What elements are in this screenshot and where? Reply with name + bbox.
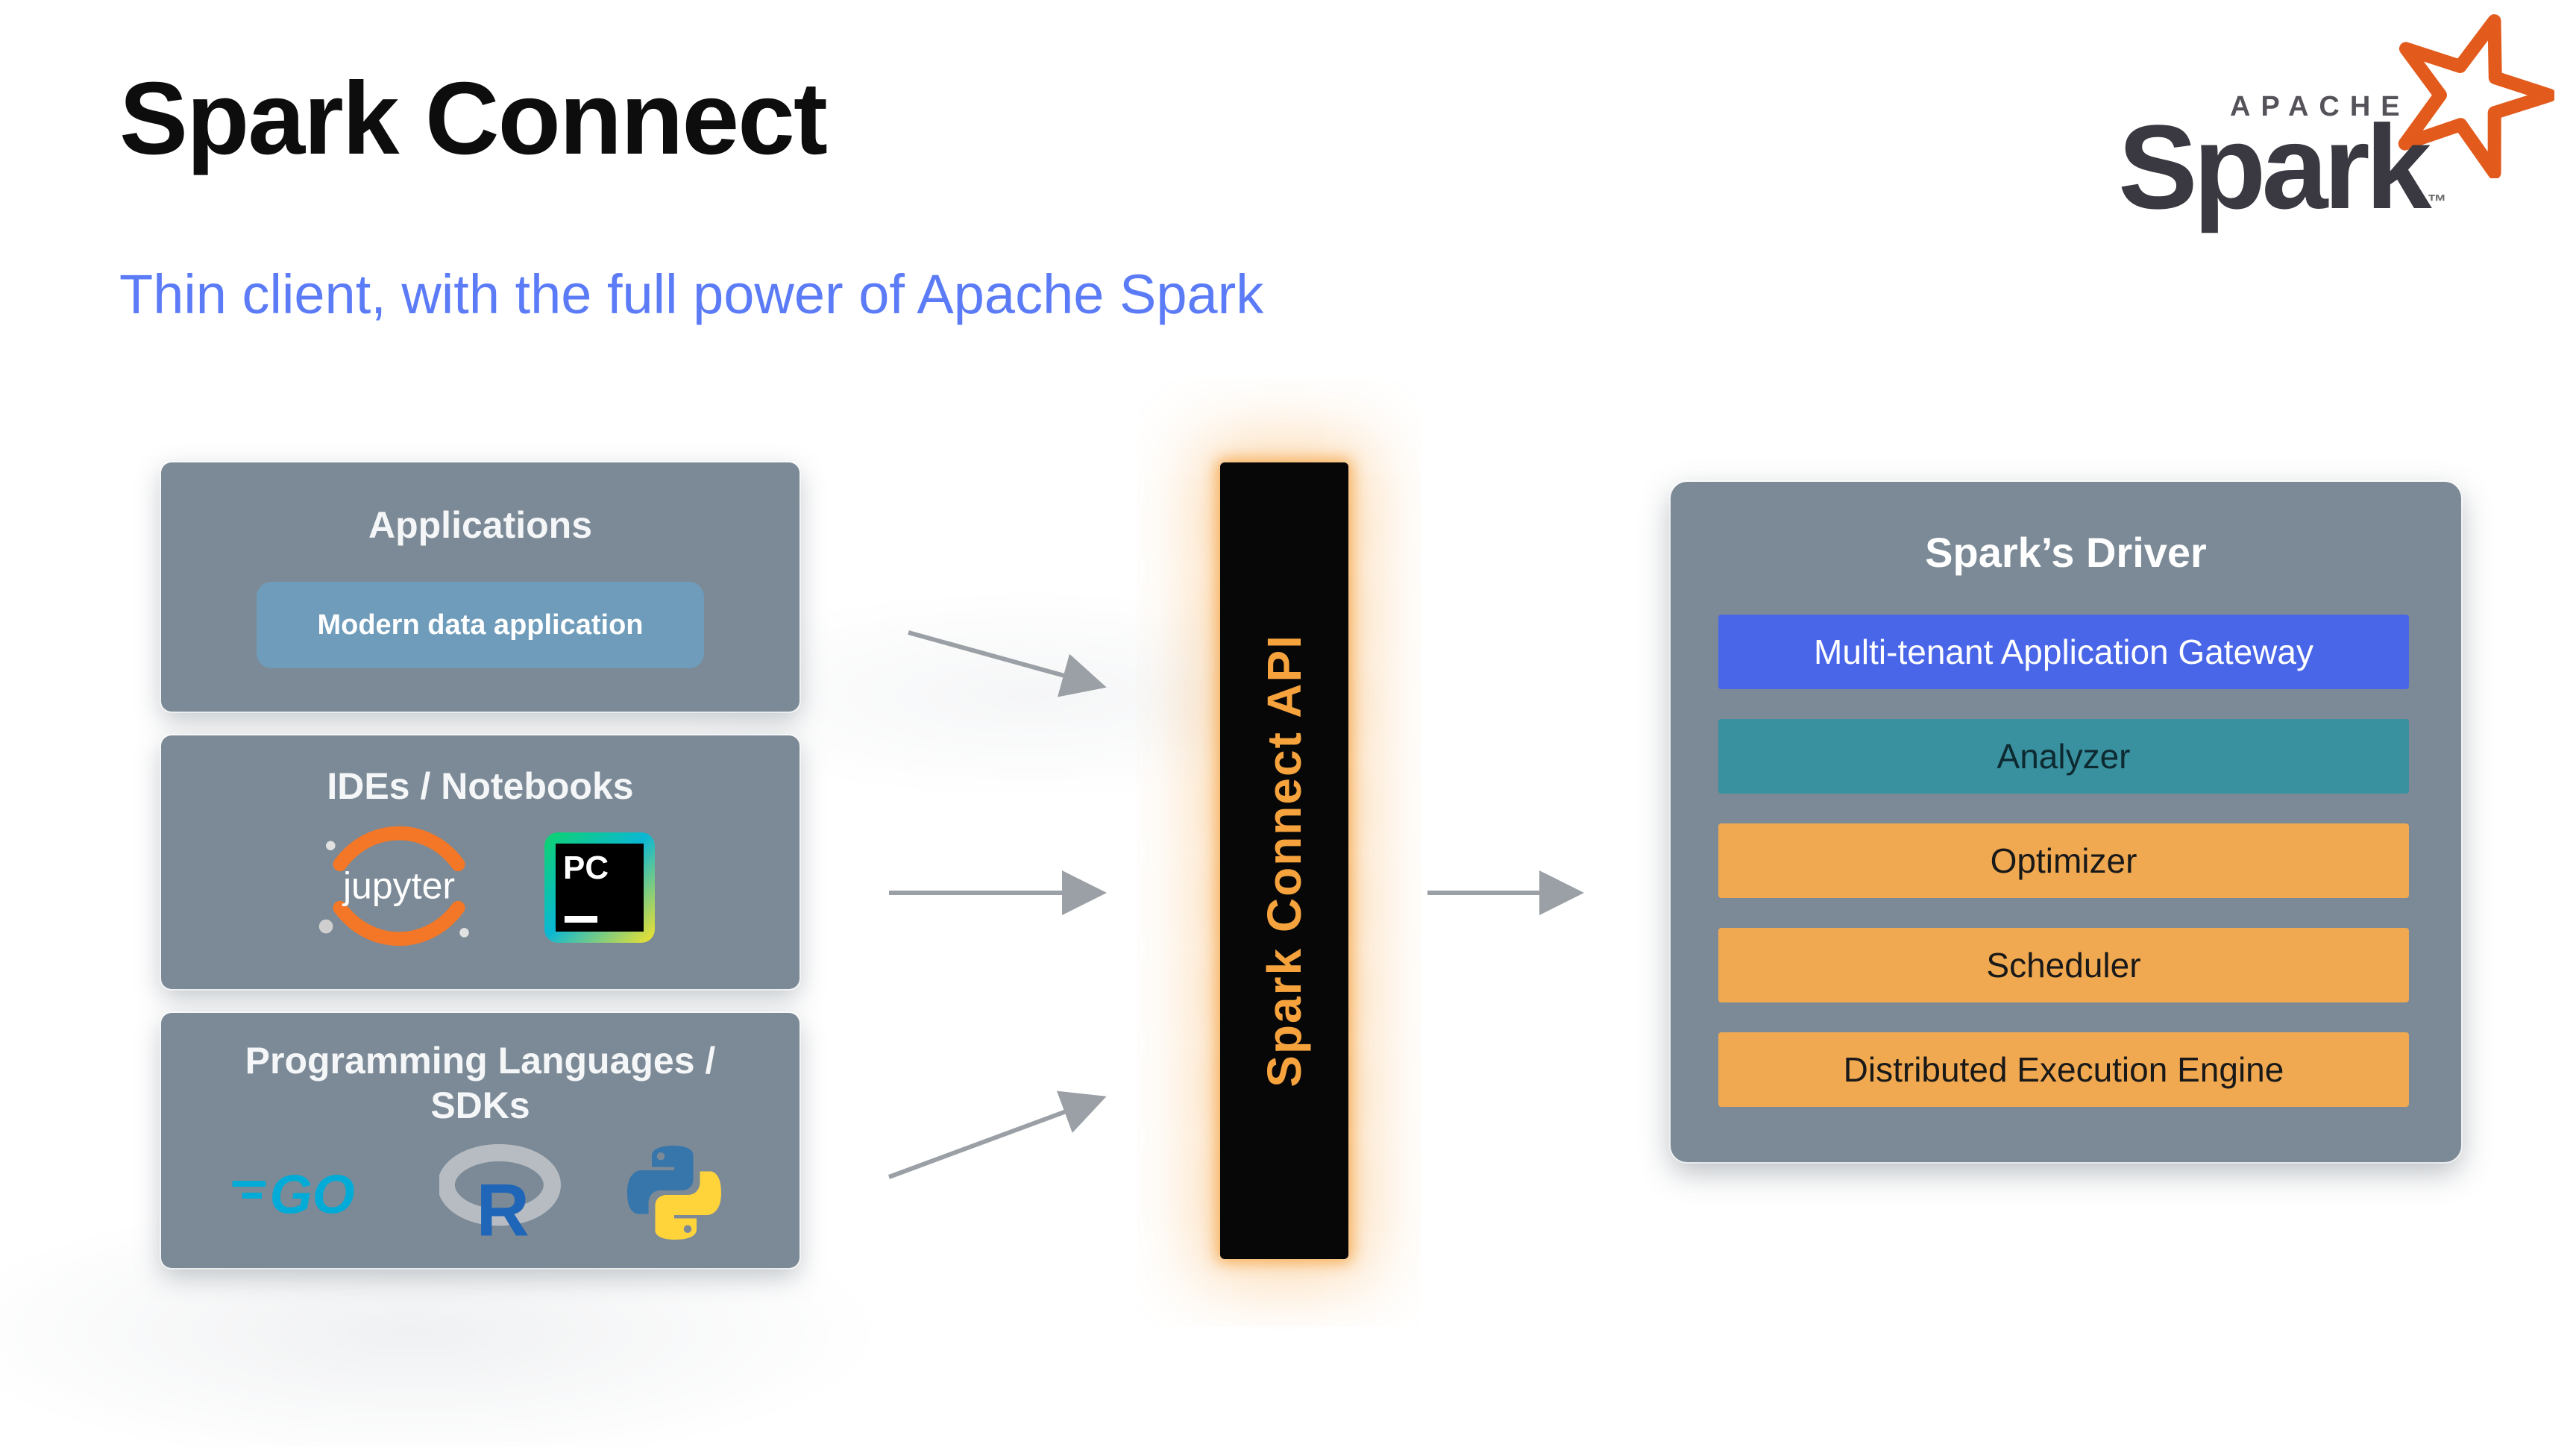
ides-notebooks-box-title: IDEs / Notebooks <box>327 765 634 807</box>
applications-box-title: Applications <box>368 504 593 546</box>
trademark-symbol: ™ <box>2427 190 2447 213</box>
arrow-languages-to-api <box>888 1090 1107 1179</box>
spark-connect-api-label: Spark Connect API <box>1257 634 1311 1087</box>
r-logo-icon: R <box>439 1143 562 1243</box>
spark-star-icon <box>2398 14 2554 178</box>
layer-multi-tenant-application-gateway: Multi-tenant Application Gateway <box>1718 615 2409 689</box>
spark-connect-api-bar: Spark Connect API <box>1220 462 1348 1259</box>
ides-notebooks-box: IDEs / Notebooks jupyter PC <box>160 734 801 991</box>
languages-sdks-box: Programming Languages / SDKs GO R <box>160 1011 801 1269</box>
modern-data-application-chip: Modern data application <box>257 582 704 668</box>
applications-box: Applications Modern data application <box>160 461 801 713</box>
jupyter-logo-icon: jupyter <box>318 826 469 947</box>
go-label: GO <box>270 1164 355 1225</box>
languages-sdks-box-title: Programming Languages / SDKs <box>245 1040 716 1126</box>
spark-driver-box: Spark’s Driver Multi-tenant Application … <box>1669 480 2463 1164</box>
ides-icons-row: jupyter PC <box>161 817 799 958</box>
pycharm-label: PC <box>563 850 609 886</box>
go-logo-icon: GO <box>232 1164 355 1225</box>
python-logo-icon <box>627 1146 721 1240</box>
subtitle: Thin client, with the full power of Apac… <box>119 263 1264 325</box>
spark-wordmark-text: Spark <box>2118 100 2432 233</box>
r-label: R <box>476 1168 529 1242</box>
languages-icons-row: GO R <box>161 1137 799 1249</box>
pycharm-inner: PC <box>556 844 644 932</box>
pycharm-logo-icon: PC <box>544 832 655 943</box>
spark-driver-title: Spark’s Driver <box>1925 529 2207 576</box>
spark-wordmark: Spark™ <box>2118 98 2447 236</box>
apache-spark-logo: APACHE Spark™ <box>2118 10 2558 249</box>
jupyter-label: jupyter <box>342 865 455 907</box>
arrow-applications-to-api <box>908 630 1107 697</box>
layer-optimizer: Optimizer <box>1718 823 2409 898</box>
layer-distributed-execution-engine: Distributed Execution Engine <box>1718 1032 2409 1107</box>
layer-analyzer: Analyzer <box>1718 719 2409 794</box>
driver-layers: Multi-tenant Application Gateway Analyze… <box>1718 615 2409 1107</box>
page-title: Spark Connect <box>119 61 828 176</box>
pycharm-underscore <box>565 916 597 923</box>
apache-wordmark: APACHE <box>2230 91 2410 122</box>
layer-scheduler: Scheduler <box>1718 928 2409 1002</box>
